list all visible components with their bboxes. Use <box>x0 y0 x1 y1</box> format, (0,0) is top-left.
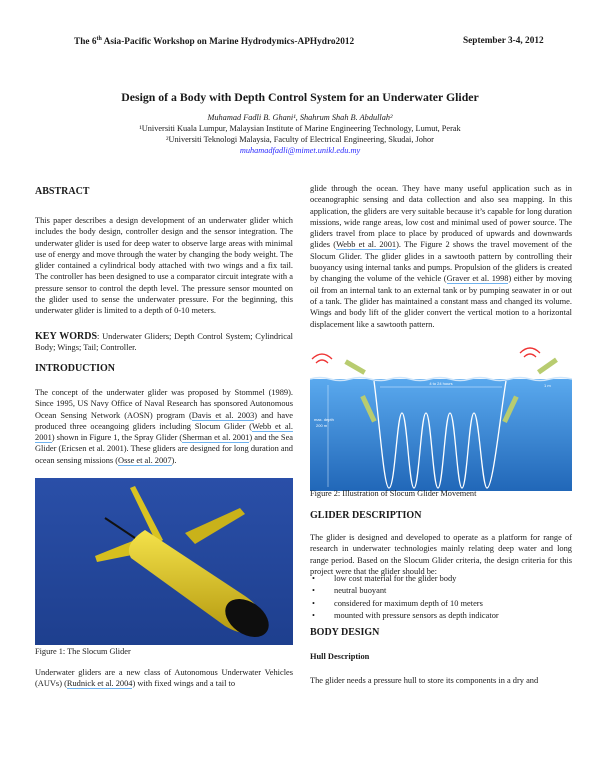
design-criteria-list: low cost material for the glider body ne… <box>310 573 572 623</box>
list-item: mounted with pressure sensors as depth i… <box>310 610 572 623</box>
figure-1-slocum-glider-image <box>35 478 293 645</box>
authors: Muhamad Fadli B. Ghani¹, Shahrum Shah B.… <box>207 113 393 122</box>
citation-link[interactable]: Davis et al. 2003 <box>191 410 255 421</box>
citation-link[interactable]: Graver et al. 1998 <box>446 274 509 285</box>
affiliation-2: ²Universiti Teknologi Malaysia, Faculty … <box>166 135 434 144</box>
intro-paragraph-1: The concept of the underwater glider was… <box>35 388 294 466</box>
paper-title: Design of a Body with Depth Control Syst… <box>121 90 479 104</box>
glider-description-text: The glider is designed and developed to … <box>310 533 572 576</box>
hull-description-text: The glider needs a pressure hull to stor… <box>310 676 539 685</box>
figure-2-caption: Figure 2: Illustration of Slocum Glider … <box>310 489 477 498</box>
time-label: 4 to 24 hours <box>429 381 452 386</box>
citation-link[interactable]: Webb et al. 2001 <box>336 240 397 251</box>
running-header: The 6th Asia-Pacific Workshop on Marine … <box>74 36 355 48</box>
email-link[interactable]: muhamadfadli@mimet.unikl.edu.my <box>239 146 361 155</box>
max-depth-value: 200 m <box>316 423 328 428</box>
list-item: neutral buoyant <box>310 585 572 598</box>
citation-link[interactable]: Osse et al. 2007 <box>118 455 172 466</box>
abstract-text: This paper describes a design developmen… <box>35 216 293 316</box>
citation-link[interactable]: Rudnick et al. 2004 <box>66 679 133 690</box>
abstract-heading: ABSTRACT <box>35 186 90 197</box>
figure-1-caption: Figure 1: The Slocum Glider <box>35 647 131 656</box>
list-item: low cost material for the glider body <box>310 573 572 586</box>
keywords: KEY WORDS: Underwater Gliders; Depth Con… <box>35 331 293 353</box>
introduction-heading: INTRODUCTION <box>35 363 116 374</box>
citation-link[interactable]: Webb et al. 2001 <box>35 421 293 444</box>
intro-paragraph-3: glide through the ocean. They have many … <box>310 184 573 329</box>
body-design-heading: BODY DESIGN <box>310 627 380 638</box>
figure-2-glider-movement-illustration: 4 to 24 hours 1 m max. depth 200 m <box>309 337 573 491</box>
max-depth-label: max. depth <box>314 417 334 422</box>
hull-description-subheading: Hull Description <box>310 652 370 661</box>
affiliation-1: ¹Universiti Kuala Lumpur, Malaysian Inst… <box>139 124 461 133</box>
list-item: considered for maximum depth of 10 meter… <box>310 598 572 611</box>
intro-paragraph-2: Underwater gliders are a new class of Au… <box>35 668 293 690</box>
glider-description-heading: GLIDER DESCRIPTION <box>310 510 422 521</box>
surface-depth-label: 1 m <box>544 383 551 388</box>
running-header-date: September 3-4, 2012 <box>463 36 544 46</box>
citation-link[interactable]: Sherman et al. 2001 <box>182 433 250 444</box>
